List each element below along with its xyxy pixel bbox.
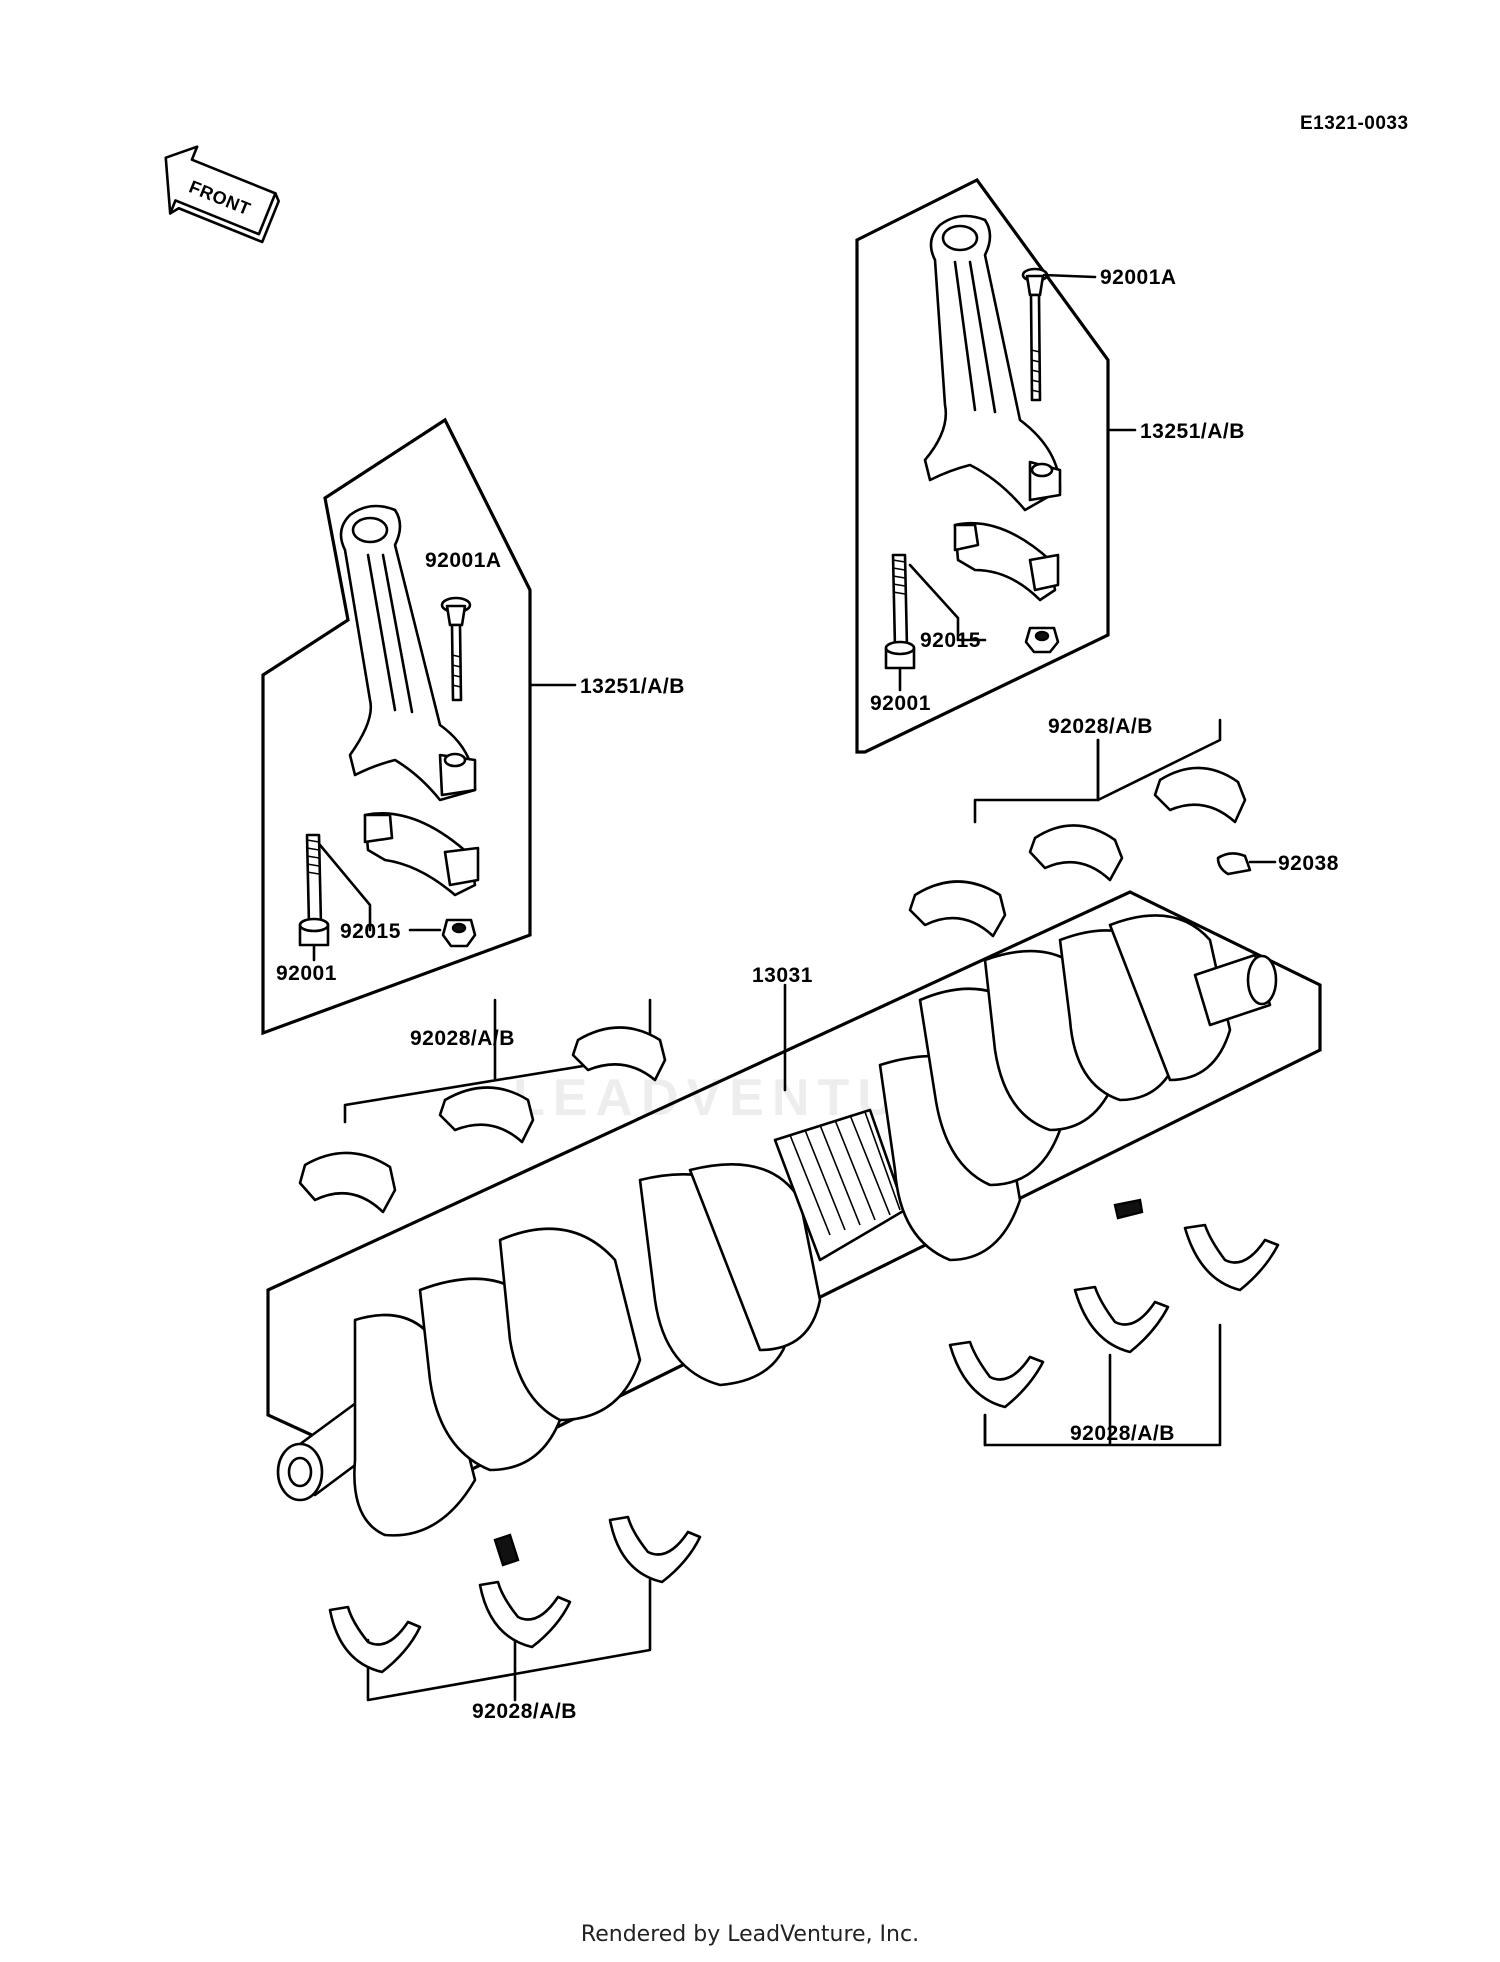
upper-right-bearing-group: 92028/A/B: [908, 715, 1247, 938]
lower-right-bearing-group: 92028/A/B: [948, 1223, 1280, 1447]
left-rod-nut: [441, 918, 477, 948]
left-rod-cap: [363, 812, 480, 897]
bearing-shell: [571, 1026, 667, 1082]
crankshaft: [276, 914, 1278, 1567]
bearing-shell: [1028, 824, 1124, 882]
right-rod-bolt-upper: [1021, 267, 1049, 402]
left-bolt-upper-label: 92001A: [425, 549, 502, 572]
lower-left-bearing-group: 92028/A/B: [328, 1515, 702, 1723]
left-rod-bolt-lower: [298, 833, 330, 947]
crankshaft-group: 13031: [266, 890, 1322, 1567]
bearing-upper-right-label: 92028/A/B: [1048, 715, 1153, 738]
right-bolt-lower-label: 92001: [870, 692, 931, 715]
diagram-reference-number: E1321-0033: [1300, 113, 1409, 134]
right-connecting-rod: [923, 214, 1062, 512]
front-arrow-icon: FRONT: [164, 145, 280, 244]
left-rod-label: 13251/A/B: [580, 675, 685, 698]
left-nut-label: 92015: [340, 920, 401, 943]
bearing-shell: [328, 1605, 422, 1674]
right-nut-label: 92015: [920, 629, 981, 652]
upper-left-bearing-group: 92028/A/B: [298, 998, 667, 1214]
bearing-shell: [908, 880, 1007, 938]
bearing-shell: [1073, 1285, 1170, 1354]
bearing-shell: [948, 1340, 1045, 1409]
bearing-lower-left-label: 92028/A/B: [472, 1700, 577, 1723]
right-rod-nut: [1024, 626, 1060, 654]
bearing-shell: [608, 1515, 702, 1584]
bearing-shell: [438, 1086, 535, 1144]
bearing-shell: [1153, 766, 1247, 824]
right-rod-bolt-lower: [884, 553, 916, 670]
bearing-shell: [298, 1151, 397, 1214]
left-bolt-lower-label: 92001: [276, 962, 337, 985]
left-connecting-rod: [339, 504, 477, 802]
woodruff-key: 92038: [1216, 852, 1339, 876]
right-rod-cap: [953, 521, 1060, 602]
left-connecting-rod-group: 92001A 13251/A/B 92015 92001: [261, 417, 685, 1036]
key-label: 92038: [1278, 852, 1339, 875]
bearing-shell: [1183, 1223, 1280, 1292]
right-rod-label: 13251/A/B: [1140, 420, 1245, 443]
bearing-upper-left-label: 92028/A/B: [410, 1027, 515, 1050]
bearing-lower-right-label: 92028/A/B: [1070, 1422, 1175, 1445]
crankshaft-label: 13031: [752, 964, 813, 987]
bearing-shell: [478, 1580, 572, 1649]
right-connecting-rod-group: 92001A 13251/A/B 92015 92001: [855, 177, 1245, 754]
right-bolt-upper-label: 92001A: [1100, 266, 1177, 289]
footer-credit: Rendered by LeadVenture, Inc.: [580, 1922, 920, 1947]
left-rod-bolt-upper: [440, 596, 472, 702]
